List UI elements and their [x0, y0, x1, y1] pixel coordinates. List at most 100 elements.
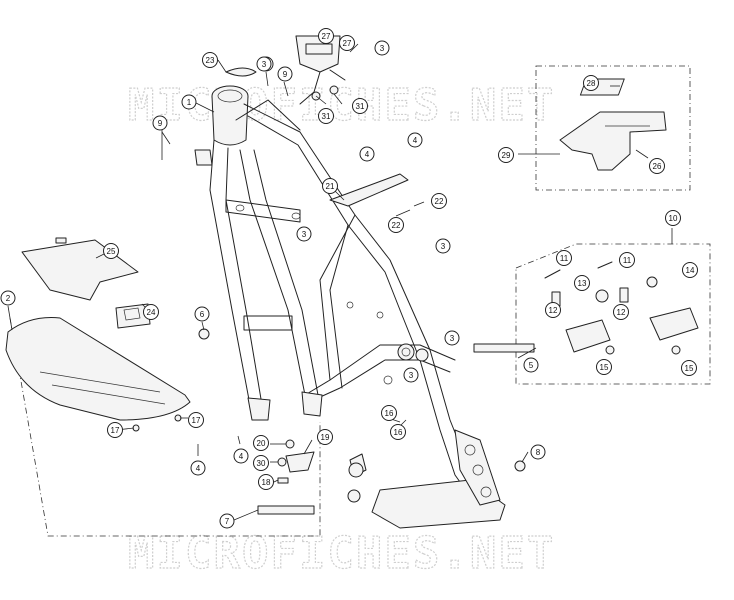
callout-label: 30	[257, 459, 266, 468]
callout-c3b: 3	[374, 40, 390, 56]
footpeg-assembly-box	[515, 243, 711, 385]
callout-label: 4	[413, 136, 418, 145]
callout-c4d: 4	[233, 448, 249, 464]
callout-circle	[277, 66, 293, 82]
callout-label: 2	[6, 294, 11, 303]
callout-label: 4	[196, 464, 201, 473]
callout-c17b: 17	[188, 412, 204, 428]
callout-label: 16	[394, 428, 403, 437]
callout-circle	[339, 35, 355, 51]
callout-c23: 23	[202, 52, 218, 68]
callout-label: 8	[536, 448, 541, 457]
callout-c4b: 4	[407, 132, 423, 148]
callout-c15a: 15	[596, 359, 612, 375]
callout-circle	[619, 252, 635, 268]
callout-c13: 13	[574, 275, 590, 291]
callout-circle	[103, 243, 119, 259]
callout-label: 31	[356, 102, 365, 111]
callout-label: 9	[158, 119, 163, 128]
callout-c22b: 22	[388, 217, 404, 233]
callout-circle	[202, 52, 218, 68]
callout-c4a: 4	[359, 146, 375, 162]
callout-c3d: 3	[435, 238, 451, 254]
bolt-18	[277, 477, 289, 484]
callout-c20: 20	[253, 435, 269, 451]
callout-circle	[649, 158, 665, 174]
callout-circle	[181, 94, 197, 110]
skid-plate-guide	[9, 317, 321, 537]
callout-c22a: 22	[431, 193, 447, 209]
callout-label: 18	[262, 478, 271, 487]
callout-circle	[556, 250, 572, 266]
callout-c16b: 16	[390, 424, 406, 440]
callout-label: 21	[326, 182, 335, 191]
callout-c5: 5	[523, 357, 539, 373]
callouts: 1233333334444567899101111121213141515161…	[0, 28, 698, 529]
callout-circle	[194, 306, 210, 322]
part-19	[285, 451, 315, 473]
callout-c1: 1	[181, 94, 197, 110]
callout-circle	[381, 405, 397, 421]
callout-label: 22	[392, 221, 401, 230]
callout-label: 27	[322, 32, 331, 41]
skid-plate-pad	[21, 239, 139, 301]
callout-c3c: 3	[296, 226, 312, 242]
callout-circle	[0, 290, 16, 306]
callout-c2: 2	[0, 290, 16, 306]
callout-label: 4	[365, 150, 370, 159]
callout-circle	[545, 302, 561, 318]
callout-label: 1	[187, 98, 192, 107]
callout-circle	[322, 178, 338, 194]
callout-c26: 26	[649, 158, 665, 174]
callout-label: 4	[239, 452, 244, 461]
callout-label: 10	[669, 214, 678, 223]
callout-c14: 14	[682, 262, 698, 278]
callout-c11b: 11	[619, 252, 635, 268]
footrest-plate	[559, 111, 667, 171]
callout-label: 26	[653, 162, 662, 171]
callout-circle	[613, 304, 629, 320]
callout-c6: 6	[194, 306, 210, 322]
main-frame	[194, 85, 506, 529]
callout-label: 6	[200, 310, 205, 319]
callout-label: 12	[549, 306, 558, 315]
callout-c31b: 31	[352, 98, 368, 114]
callout-circle	[296, 226, 312, 242]
callout-c11a: 11	[556, 250, 572, 266]
callout-circle	[403, 367, 419, 383]
callout-circle	[253, 435, 269, 451]
callout-circle	[498, 147, 514, 163]
callout-label: 13	[578, 279, 587, 288]
callout-circle	[431, 193, 447, 209]
callout-c3f: 3	[403, 367, 419, 383]
callout-circle	[444, 330, 460, 346]
callout-circle	[317, 429, 333, 445]
callout-circle	[574, 275, 590, 291]
callout-c3g: 3	[256, 56, 272, 72]
watermark-bottom: MICROFICHES.NET	[128, 528, 555, 579]
footpeg-assembly	[544, 261, 699, 355]
callout-circle	[188, 412, 204, 428]
callout-circle	[219, 513, 235, 529]
callout-label: 29	[502, 151, 511, 160]
callout-label: 5	[529, 361, 534, 370]
callout-label: 25	[107, 247, 116, 256]
callout-c18: 18	[258, 474, 274, 490]
spacer-20	[285, 439, 295, 449]
callout-label: 3	[441, 242, 446, 251]
callout-label: 27	[343, 39, 352, 48]
callout-label: 7	[225, 517, 230, 526]
callout-c27a: 27	[318, 28, 334, 44]
leader-lines	[7, 43, 673, 521]
callout-circle	[352, 98, 368, 114]
callout-label: 3	[302, 230, 307, 239]
callout-label: 14	[686, 266, 695, 275]
callout-c8: 8	[530, 444, 546, 460]
callout-c25: 25	[103, 243, 119, 259]
callout-label: 11	[560, 254, 569, 263]
callout-circle	[233, 448, 249, 464]
callout-label: 23	[206, 56, 215, 65]
spacer-30	[277, 457, 287, 467]
callout-c29: 29	[498, 147, 514, 163]
